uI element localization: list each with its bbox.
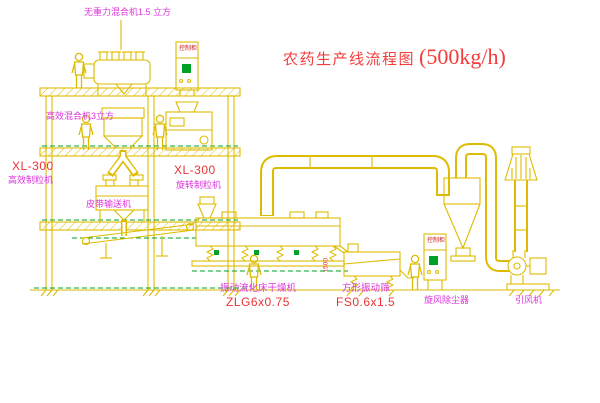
dim-screen-height: 1500 — [322, 258, 330, 273]
label-fan-name: 引风机 — [515, 295, 543, 305]
granulator — [95, 179, 149, 236]
label-granulator-left-model: XL-300 — [12, 159, 54, 173]
label-granulator-right-model: XL-300 — [174, 163, 216, 177]
label-cyclone-name: 旋风除尘器 — [424, 295, 470, 305]
cyclone-outlet-duct — [455, 143, 510, 272]
floor-datum-lines — [34, 145, 348, 289]
belt-conveyor — [81, 217, 201, 259]
control-panel-2 — [423, 233, 447, 290]
worker-floor2-right — [152, 114, 168, 151]
rotary-granulator — [165, 101, 213, 151]
cyclone-separator — [443, 177, 481, 262]
label-granulator-left-name: 高效制粒机 — [8, 175, 54, 185]
label-screen-model: FS0.6x1.5 — [336, 295, 396, 309]
label-dryer-model: ZLG6x0.75 — [226, 295, 290, 309]
exhaust-stack — [504, 146, 538, 252]
exhaust-duct — [260, 155, 450, 216]
label-belt-conveyor: 皮带输送机 — [86, 199, 132, 209]
worker-screen — [407, 254, 423, 291]
building-structure — [30, 87, 560, 297]
label-granulator-right-name: 旋转制粒机 — [176, 180, 222, 190]
control-panel-1 — [175, 41, 199, 96]
label-top-mixer: 无重力混合机1.5 立方 — [84, 7, 172, 17]
fluid-bed-dryer — [191, 196, 349, 267]
induced-draft-fan — [506, 250, 555, 297]
label-dryer-name: 振动流化床干燥机 — [220, 283, 297, 294]
page-title: 农药生产线流程图 (500kg/h) — [283, 44, 506, 70]
title-capacity: (500kg/h) — [419, 44, 506, 69]
label-screen-name: 方形振动筛 — [342, 283, 390, 294]
title-text: 农药生产线流程图 — [283, 51, 416, 68]
gravity-free-mixer — [83, 20, 151, 96]
label-floor2-mixer: 高效混合机3立方 — [46, 111, 115, 121]
label-panel2: 控制柜 — [427, 238, 446, 244]
label-panel1: 控制柜 — [179, 46, 198, 52]
